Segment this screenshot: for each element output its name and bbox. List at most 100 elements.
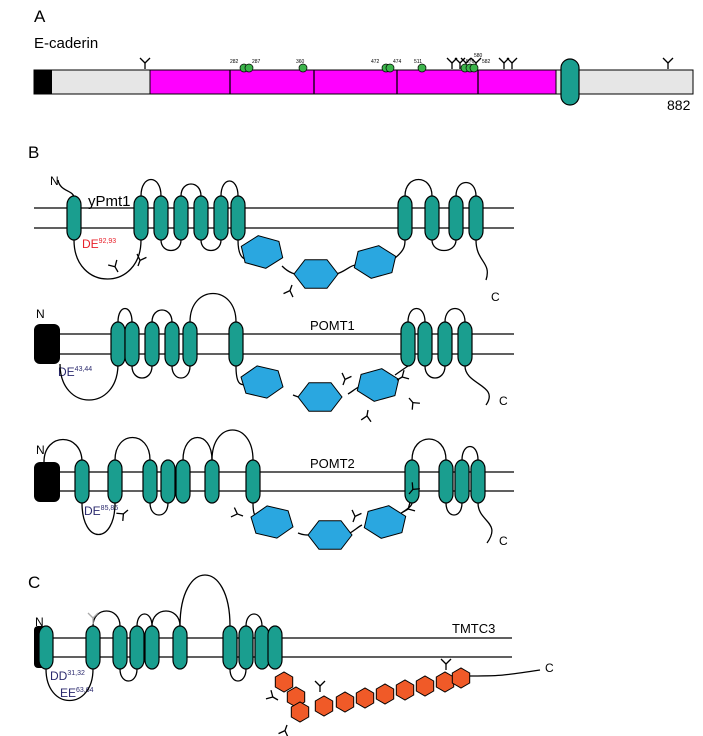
loop [431, 239, 457, 252]
glycan-stroke [511, 57, 518, 64]
glycan-stroke [342, 379, 346, 386]
glycan-stroke [272, 696, 279, 701]
glycan-stroke [459, 57, 466, 64]
glycan-icon [139, 57, 151, 69]
loop [171, 365, 191, 379]
glycan-stroke [366, 415, 372, 423]
glycan-icon [446, 57, 458, 69]
loop [59, 363, 119, 401]
glycan-stroke [498, 57, 505, 64]
sugar-hexagon [395, 679, 415, 701]
transmembrane-helix [204, 459, 220, 504]
glycan-icon [136, 253, 147, 267]
site-label: 576 [466, 59, 475, 65]
transmembrane-helix [164, 321, 180, 367]
glycan-icon [283, 284, 294, 298]
sugar-hexagon [240, 235, 284, 269]
site-label: 582 [482, 59, 491, 65]
protein-label-e-cadherin: E-caderin [34, 35, 98, 52]
glycan-stroke [366, 409, 369, 417]
sugar-hexagon [250, 505, 294, 539]
site-label: 282 [230, 59, 239, 65]
n-terminal-tail [57, 179, 75, 199]
glycan-icon [662, 57, 674, 69]
glycosylation-site [417, 63, 427, 73]
glycan-stroke [136, 253, 141, 261]
glycan-icon [116, 509, 129, 521]
sugar-hexagon [290, 701, 310, 723]
transmembrane-helix [245, 459, 261, 504]
glycan-stroke [341, 372, 346, 380]
transmembrane-helix [110, 321, 126, 367]
panel-letter-b: B [28, 143, 39, 162]
ypmt1-n-terminus: N [50, 174, 59, 188]
glycan-stroke [137, 260, 141, 267]
loop [131, 365, 153, 379]
loop [179, 574, 231, 627]
loop [136, 613, 153, 627]
site-label: 360 [296, 59, 305, 65]
signal-peptide [34, 70, 52, 94]
pomt2-motif: DE85,86 [84, 504, 118, 518]
transmembrane-helix [397, 195, 413, 241]
site-label: 287 [252, 59, 261, 65]
sugar-hexagon [355, 687, 375, 709]
glycan-stroke [412, 488, 420, 491]
transmembrane-helix [228, 321, 244, 367]
glycan-stroke [289, 290, 294, 298]
glycan-stroke [408, 508, 416, 512]
sugar-hexagon [451, 667, 471, 689]
glycan-stroke [92, 612, 99, 619]
glycan-icon [360, 409, 372, 423]
glycan-stroke [265, 696, 273, 700]
glycan-stroke [233, 507, 238, 515]
n-terminal-domain [34, 462, 60, 502]
loop [45, 668, 94, 702]
transmembrane-helix [124, 321, 140, 367]
glycan-stroke [351, 509, 356, 517]
transmembrane-helix [133, 195, 149, 241]
transmembrane-helix [400, 321, 416, 367]
glycan-icon [402, 502, 416, 513]
loop [119, 668, 138, 682]
glycan-stroke [408, 397, 414, 404]
transmembrane-helix [560, 58, 580, 106]
glycan-icon [506, 57, 518, 69]
loop [140, 178, 162, 197]
sugar-hexagon [356, 368, 400, 402]
glycan-stroke [114, 259, 118, 267]
glycan-stroke [407, 502, 411, 510]
loop [220, 180, 239, 197]
glycan-stroke [360, 415, 368, 421]
glycan-stroke [122, 513, 125, 521]
loop [151, 309, 173, 323]
transmembrane-helix [142, 459, 158, 504]
panel-b: B N yPmt1 DE92,93 C N POMT1 DE43,44 C N … [28, 143, 514, 550]
transmembrane-helix [107, 459, 123, 504]
transmembrane-helix [144, 321, 160, 367]
sugar-hexagon [415, 675, 435, 697]
transmembrane-helix [238, 625, 254, 670]
ypmt1-c-terminus: C [491, 290, 500, 304]
transmembrane-helix [448, 195, 464, 241]
c-terminal-tail [464, 365, 490, 406]
loop [81, 502, 116, 535]
transmembrane-helix [424, 195, 440, 241]
glycan-stroke [408, 488, 414, 495]
sugar-hexagon [363, 505, 407, 539]
glycosylation-site [469, 63, 479, 73]
loop [149, 502, 169, 516]
sugar-hexagon [307, 520, 353, 550]
n-terminal-domain [34, 324, 60, 364]
glycosylation-site [298, 63, 308, 73]
glycan-stroke [283, 290, 291, 295]
transmembrane-helix [267, 625, 283, 670]
loop [445, 502, 463, 516]
sugar-hexagon [293, 259, 339, 289]
loop [411, 438, 447, 461]
glycan-icon [396, 370, 410, 381]
glycan-stroke [314, 680, 321, 687]
glycan-stroke [87, 612, 94, 619]
loop [407, 307, 426, 323]
